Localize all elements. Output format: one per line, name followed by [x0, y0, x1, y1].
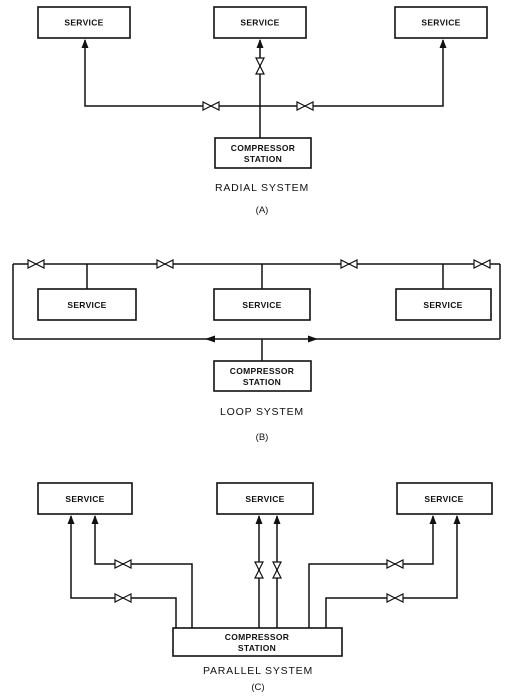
radial-arrow-left [81, 39, 89, 48]
parallel-valve-left-inner [114, 559, 132, 569]
loop-service-label-left: SERVICE [67, 300, 106, 310]
loop-system-title: LOOP SYSTEM [220, 406, 304, 418]
loop-system-diagram: SERVICE SERVICE SERVICE COMPRESSOR STATI… [12, 259, 501, 443]
parallel-system-title: PARALLEL SYSTEM [203, 665, 313, 677]
loop-system-label: (B) [256, 432, 269, 443]
radial-service-box-left [37, 6, 131, 39]
parallel-service-box-right [396, 482, 493, 515]
radial-service-label-right: SERVICE [421, 18, 460, 28]
parallel-arrow-right-outer [453, 515, 461, 524]
radial-service-label-center: SERVICE [240, 18, 279, 28]
radial-pipe-left [84, 40, 260, 107]
parallel-arrow-center-right [273, 515, 281, 524]
parallel-pipe-right-inner [308, 516, 434, 628]
loop-service-box-center [213, 288, 311, 321]
radial-valve-right [296, 101, 314, 111]
radial-arrow-right [439, 39, 447, 48]
radial-service-label-left: SERVICE [64, 18, 103, 28]
radial-arrow-center [256, 39, 264, 48]
radial-system-label: (A) [256, 205, 269, 216]
radial-valve-vertical [255, 57, 265, 75]
parallel-arrow-left-inner [91, 515, 99, 524]
parallel-service-label-right: SERVICE [424, 494, 463, 504]
parallel-service-label-left: SERVICE [65, 494, 104, 504]
parallel-valve-center-left [254, 561, 264, 579]
loop-service-box-right [395, 288, 492, 321]
radial-compressor-station-box [214, 137, 312, 169]
loop-valve-2 [156, 259, 174, 269]
parallel-service-box-left [37, 482, 133, 515]
radial-station-label: STATION [244, 154, 282, 164]
loop-valve-4 [473, 259, 491, 269]
loop-service-box-left [37, 288, 137, 321]
parallel-valve-left-outer [114, 593, 132, 603]
parallel-pipe-left-inner [94, 516, 193, 628]
parallel-pipe-right-outer [325, 516, 458, 628]
radial-service-box-right [394, 6, 488, 39]
parallel-station-label: STATION [238, 643, 276, 653]
parallel-valve-right-outer [386, 593, 404, 603]
loop-valve-3 [340, 259, 358, 269]
parallel-service-box-center [216, 482, 314, 515]
parallel-compressor-label: COMPRESSOR [225, 632, 289, 642]
radial-system-title: RADIAL SYSTEM [215, 182, 309, 194]
parallel-service-label-center: SERVICE [245, 494, 284, 504]
parallel-arrow-right-inner [429, 515, 437, 524]
loop-valve-1 [27, 259, 45, 269]
radial-valve-left [202, 101, 220, 111]
loop-compressor-station-box [213, 360, 312, 392]
loop-service-label-right: SERVICE [423, 300, 462, 310]
parallel-arrow-center-left [255, 515, 263, 524]
loop-compressor-label: COMPRESSOR [230, 366, 294, 376]
parallel-system-label: (C) [251, 682, 264, 693]
parallel-compressor-station-box [172, 627, 343, 657]
radial-system-diagram: SERVICE SERVICE SERVICE COMPRESSOR STATI… [37, 6, 488, 216]
parallel-pipe-left-outer [70, 516, 177, 628]
loop-arrow-left [205, 335, 215, 343]
parallel-valve-center-right [272, 561, 282, 579]
parallel-valve-right-inner [386, 559, 404, 569]
parallel-system-diagram: SERVICE SERVICE SERVICE COMPRESSOR STATI… [37, 482, 493, 693]
radial-service-box-center [213, 6, 307, 39]
parallel-arrow-left-outer [67, 515, 75, 524]
loop-arrow-right [308, 335, 318, 343]
radial-compressor-label: COMPRESSOR [231, 143, 295, 153]
loop-station-label: STATION [243, 377, 281, 387]
radial-pipe-right [260, 40, 444, 107]
loop-service-label-center: SERVICE [242, 300, 281, 310]
